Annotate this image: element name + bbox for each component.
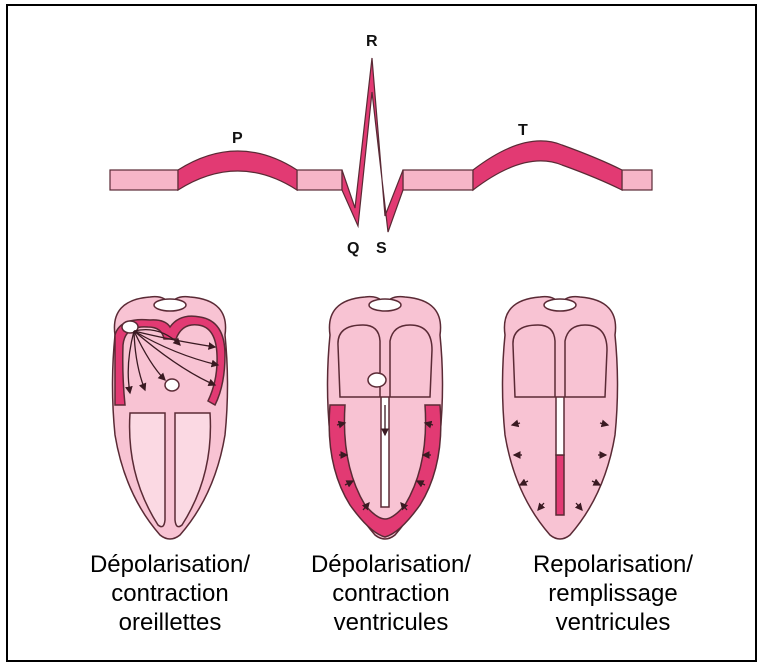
caption-ventricular-repolarization: Repolarisation/ remplissage ventricules [503, 550, 723, 637]
septum-upper [556, 397, 564, 455]
p-wave [178, 151, 297, 190]
caption-line: contraction [60, 579, 280, 608]
baseline-segment-pr [297, 170, 342, 190]
atrium-right [390, 325, 432, 397]
caption-line: ventricules [503, 608, 723, 637]
caption-line: Dépolarisation/ [60, 550, 280, 579]
aorta-opening [369, 299, 401, 311]
ecg-waveform [110, 58, 652, 232]
septum-repolarized [556, 455, 564, 515]
caption-ventricular-depolarization: Dépolarisation/ contraction ventricules [281, 550, 501, 637]
caption-line: Dépolarisation/ [281, 550, 501, 579]
baseline-segment-st [403, 170, 473, 190]
caption-line: ventricules [281, 608, 501, 637]
heart-ventricular-depolarization [328, 297, 443, 539]
caption-atrial-depolarization: Dépolarisation/ contraction oreillettes [60, 550, 280, 637]
t-wave-label: T [518, 122, 528, 139]
t-wave [473, 141, 622, 190]
baseline-segment-end [622, 170, 652, 190]
baseline-segment-start [110, 170, 178, 190]
aorta-opening [154, 299, 186, 311]
caption-line: contraction [281, 579, 501, 608]
atrium-right [565, 325, 607, 397]
caption-line: remplissage [503, 579, 723, 608]
qrs-complex [342, 58, 403, 232]
heart-atrial-depolarization [113, 297, 228, 539]
heart-ventricular-repolarization [503, 297, 618, 539]
caption-line: oreillettes [60, 608, 280, 637]
q-wave-label: Q [347, 240, 359, 257]
caption-line: Repolarisation/ [503, 550, 723, 579]
s-wave-label: S [376, 240, 387, 257]
r-wave-label: R [366, 33, 378, 50]
aorta-opening [544, 299, 576, 311]
av-node [165, 379, 179, 391]
av-node [368, 373, 386, 387]
p-wave-label: P [232, 130, 243, 147]
atrium-left [513, 325, 555, 397]
